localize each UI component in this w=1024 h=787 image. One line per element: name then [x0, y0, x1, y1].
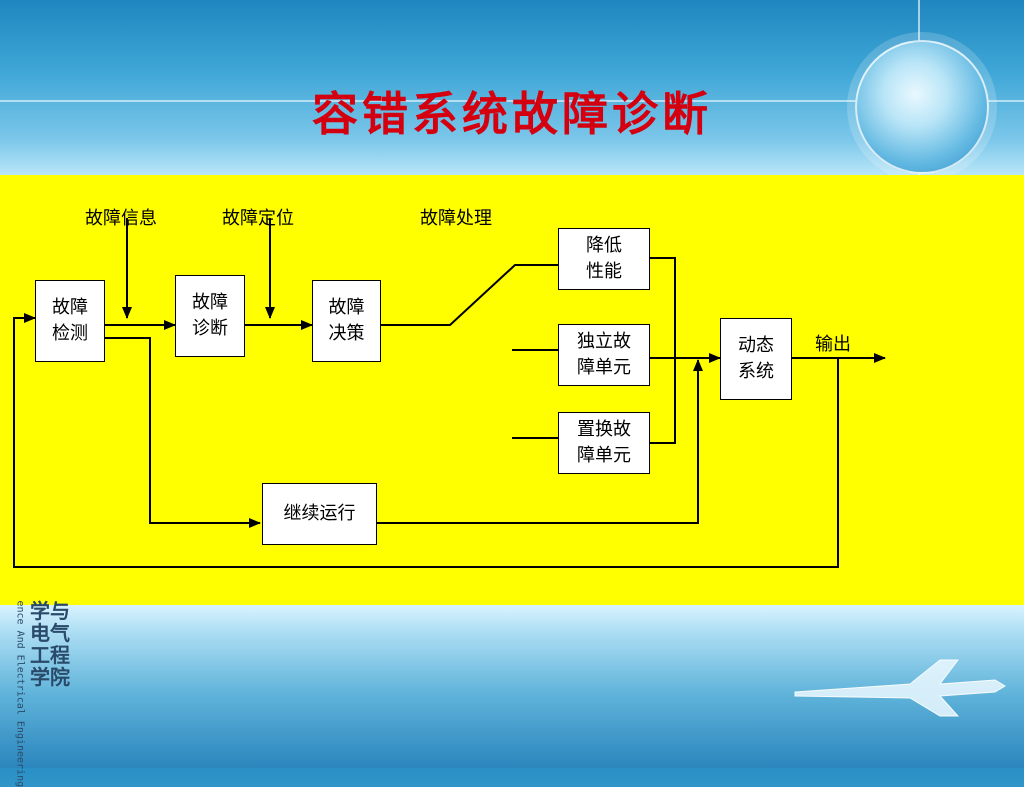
box-replace-unit: 置换故 障单元: [558, 412, 650, 474]
box-fault-detect: 故障 检测: [35, 280, 105, 362]
box-independent-unit: 独立故 障单元: [558, 324, 650, 386]
label-output: 输出: [815, 334, 851, 355]
line-decide-switch: [381, 264, 558, 326]
label-fault-locate: 故障定位: [222, 208, 294, 229]
box-fault-diagnose: 故障 诊断: [175, 275, 245, 357]
footer-background: [0, 605, 1024, 768]
box-continue-running: 继续运行: [262, 483, 377, 545]
label-fault-handle: 故障处理: [420, 208, 492, 229]
globe-icon: [855, 40, 989, 174]
feedback-loop: [13, 313, 839, 568]
line-units-merge: [650, 257, 676, 444]
box-fault-decide: 故障 决策: [312, 280, 381, 362]
diagram-panel: [0, 175, 1024, 605]
box-dynamic-system: 动态 系统: [720, 318, 792, 400]
arrow-to-continue: [105, 337, 261, 528]
fault-diagnosis-flow: [13, 218, 886, 568]
school-name-cn: 学与电气工程学院: [30, 599, 70, 689]
page-title: 容错系统故障诊断: [312, 87, 712, 141]
label-fault-info: 故障信息: [85, 208, 157, 229]
jet-plane-icon: [794, 659, 1006, 717]
arrow-continue-dynamic: [377, 359, 703, 524]
box-degrade-performance: 降低 性能: [558, 228, 650, 290]
header-background: [0, 0, 1024, 175]
